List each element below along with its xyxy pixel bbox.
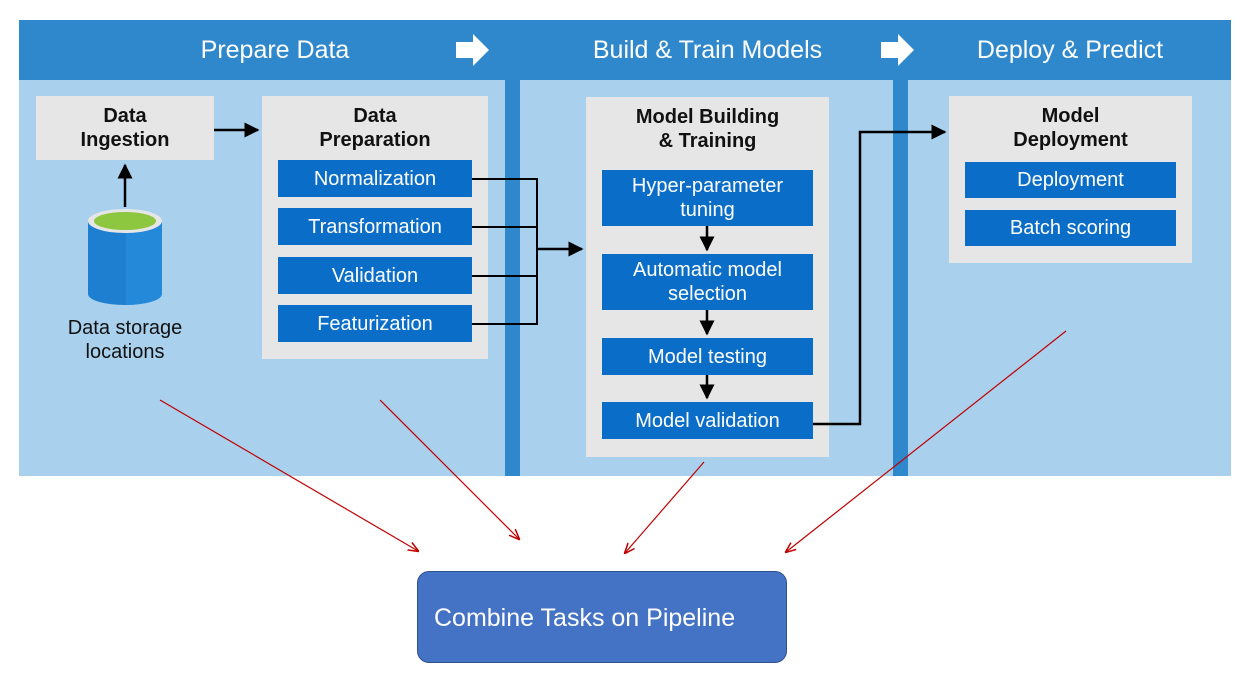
model-building-title: Model Building & Training [635, 106, 780, 152]
bracket-prep-tasks-connector [472, 178, 538, 325]
task-transformation: Transformation [278, 208, 472, 245]
callout-arrow-build [625, 461, 705, 553]
task-normalization: Normalization [278, 160, 472, 197]
database-cylinder-icon [88, 209, 162, 305]
stage-title-build-train: Build & Train Models [592, 36, 823, 64]
task-validation: Validation [278, 257, 472, 294]
stage-title-deploy-predict: Deploy & Predict [976, 36, 1164, 64]
data-ingestion-title: Data Ingestion [80, 105, 170, 151]
data-ingestion-card: Data Ingestion [36, 96, 214, 160]
task-batch-scoring: Batch scoring [965, 210, 1176, 246]
stage-title-prepare-data: Prepare Data [200, 36, 350, 64]
model-deployment-title: Model Deployment [1013, 105, 1128, 151]
callout-arrow-prepare-1 [159, 399, 418, 551]
header-arrow-right-icon-2 [881, 34, 914, 66]
data-preparation-title: Data Preparation [319, 105, 431, 151]
task-featurization: Featurization [278, 305, 472, 342]
task-hyperparameter-tuning: Hyper-parameter tuning [602, 170, 813, 226]
header-band [19, 20, 1231, 80]
task-automatic-model-selection: Automatic model selection [602, 254, 813, 310]
combine-tasks-pipeline-box: Combine Tasks on Pipeline [417, 571, 787, 663]
panel-divider-2 [893, 80, 908, 476]
callout-arrow-deploy [786, 330, 1067, 552]
task-model-validation: Model validation [602, 402, 813, 439]
callout-arrow-prepare-2 [379, 399, 519, 539]
arrow-validation-to-deployment [813, 124, 947, 426]
data-storage-label: Data storage locations [67, 317, 183, 363]
task-deployment: Deployment [965, 162, 1176, 198]
header-arrow-right-icon [456, 34, 489, 66]
task-model-testing: Model testing [602, 338, 813, 375]
